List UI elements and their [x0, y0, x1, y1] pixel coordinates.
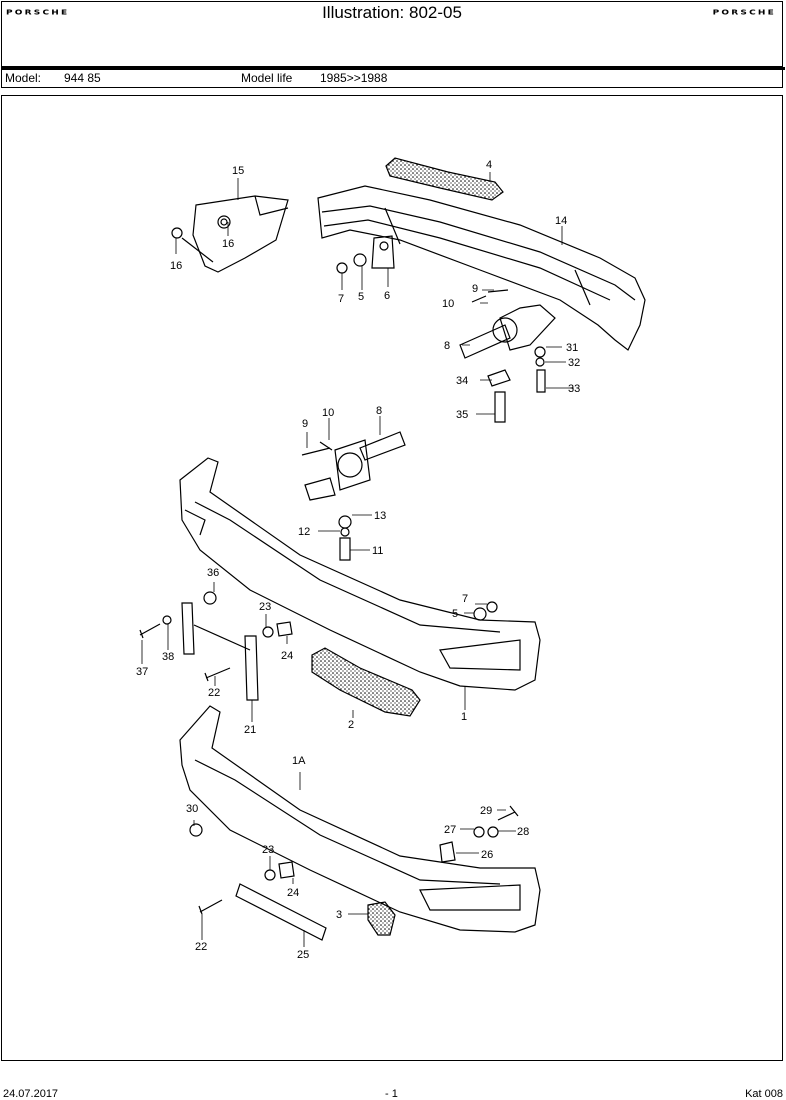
- nut-7-upper: [336, 262, 348, 274]
- bracket-6: [371, 235, 395, 269]
- illustration-title: Illustration: 802-05: [322, 3, 462, 22]
- callout-16a: 16: [222, 238, 234, 250]
- header-rule: [1, 67, 785, 70]
- screw-37: [139, 623, 161, 639]
- plug-30: [189, 823, 203, 837]
- callout-11: 11: [372, 545, 383, 557]
- model-life-label: Model life: [241, 71, 293, 85]
- nut-36: [203, 591, 217, 605]
- callout-2: 2: [348, 719, 354, 731]
- callout-9b: 9: [302, 418, 308, 430]
- diagram-frame: [1, 95, 783, 1061]
- callout-8a: 8: [444, 340, 450, 352]
- cap-3: [367, 901, 396, 936]
- callout-22a: 22: [208, 687, 220, 699]
- callout-8b: 8: [376, 405, 382, 417]
- pad-2: [311, 647, 421, 717]
- nut-23-lower: [264, 869, 276, 881]
- callout-30: 30: [186, 803, 198, 815]
- screw-29: [497, 805, 519, 821]
- model-bar: Model: 944 85 Model life 1985>>1988: [1, 70, 783, 88]
- rear-bumper-14: [317, 185, 646, 351]
- nut-23-upper: [262, 626, 274, 638]
- callout-7a: 7: [338, 293, 344, 305]
- callout-5a: 5: [358, 291, 364, 303]
- shock-absorber-8-front: [301, 431, 406, 561]
- callout-10b: 10: [322, 407, 334, 419]
- callout-28: 28: [517, 826, 529, 838]
- callout-24a: 24: [281, 650, 293, 662]
- callout-21: 21: [244, 724, 256, 736]
- porsche-logo-right: PORSCHE: [712, 9, 776, 17]
- model-value: 944 85: [64, 71, 101, 85]
- front-bumper-1: [179, 457, 541, 691]
- callout-1a: 1A: [292, 755, 306, 767]
- front-bumper-1a: [179, 705, 541, 933]
- model-label: Model:: [5, 71, 42, 85]
- callout-25: 25: [297, 949, 309, 961]
- callout-12: 12: [298, 526, 310, 538]
- callout-9a: 9: [472, 283, 478, 295]
- callout-36: 36: [207, 567, 219, 579]
- footer-catalog: Kat 008: [745, 1088, 783, 1100]
- callout-23a: 23: [259, 601, 271, 613]
- screw-22-lower: [198, 899, 223, 915]
- washer-27: [473, 826, 485, 838]
- callout-33: 33: [568, 383, 580, 395]
- clip-26: [439, 841, 456, 863]
- callout-22b: 22: [195, 941, 207, 953]
- callout-4: 4: [486, 159, 492, 171]
- model-life-value: 1985>>1988: [320, 71, 388, 85]
- bracket-15: [171, 195, 289, 273]
- spacer-24-upper: [276, 621, 293, 637]
- callout-14: 14: [555, 215, 567, 227]
- bracket-21: [181, 602, 259, 701]
- bracket-25: [235, 883, 327, 941]
- callout-3: 3: [336, 909, 342, 921]
- callout-13: 13: [374, 510, 386, 522]
- callout-15: 15: [232, 165, 244, 177]
- callout-27: 27: [444, 824, 456, 836]
- washer-5-upper: [353, 253, 367, 267]
- callout-6: 6: [384, 290, 390, 302]
- callout-labels: 15 16 16 4 14 7 5 6 9 10 8 31 32 34 33 3…: [136, 159, 580, 961]
- nut-7-lower: [486, 601, 498, 613]
- footer-date: 24.07.2017: [3, 1088, 59, 1100]
- shock-absorber-8-rear: [459, 289, 556, 423]
- clip-28: [487, 826, 499, 838]
- callout-10a: 10: [442, 298, 454, 310]
- callout-29: 29: [480, 805, 492, 817]
- callout-38: 38: [162, 651, 174, 663]
- washer-38: [162, 615, 172, 625]
- leader-lines: [141, 172, 574, 947]
- porsche-logo-left: PORSCHE: [6, 9, 70, 17]
- callout-1: 1: [461, 711, 467, 723]
- callout-23b: 23: [262, 844, 274, 856]
- header-box: PORSCHE Illustration: 802-05 PORSCHE: [1, 1, 783, 67]
- washer-5-lower: [473, 607, 487, 621]
- callout-24b: 24: [287, 887, 299, 899]
- footer-page: - 1: [385, 1088, 398, 1100]
- spacer-24-lower: [278, 861, 295, 879]
- callout-16b: 16: [170, 260, 182, 272]
- callout-31: 31: [566, 342, 578, 354]
- callout-26: 26: [481, 849, 493, 861]
- callout-32: 32: [568, 357, 580, 369]
- callout-34: 34: [456, 375, 468, 387]
- callout-37: 37: [136, 666, 148, 678]
- screw-22-upper: [204, 667, 231, 682]
- callout-7b: 7: [462, 593, 468, 605]
- callout-5b: 5: [452, 608, 458, 620]
- pad-4: [385, 157, 504, 201]
- callout-35: 35: [456, 409, 468, 421]
